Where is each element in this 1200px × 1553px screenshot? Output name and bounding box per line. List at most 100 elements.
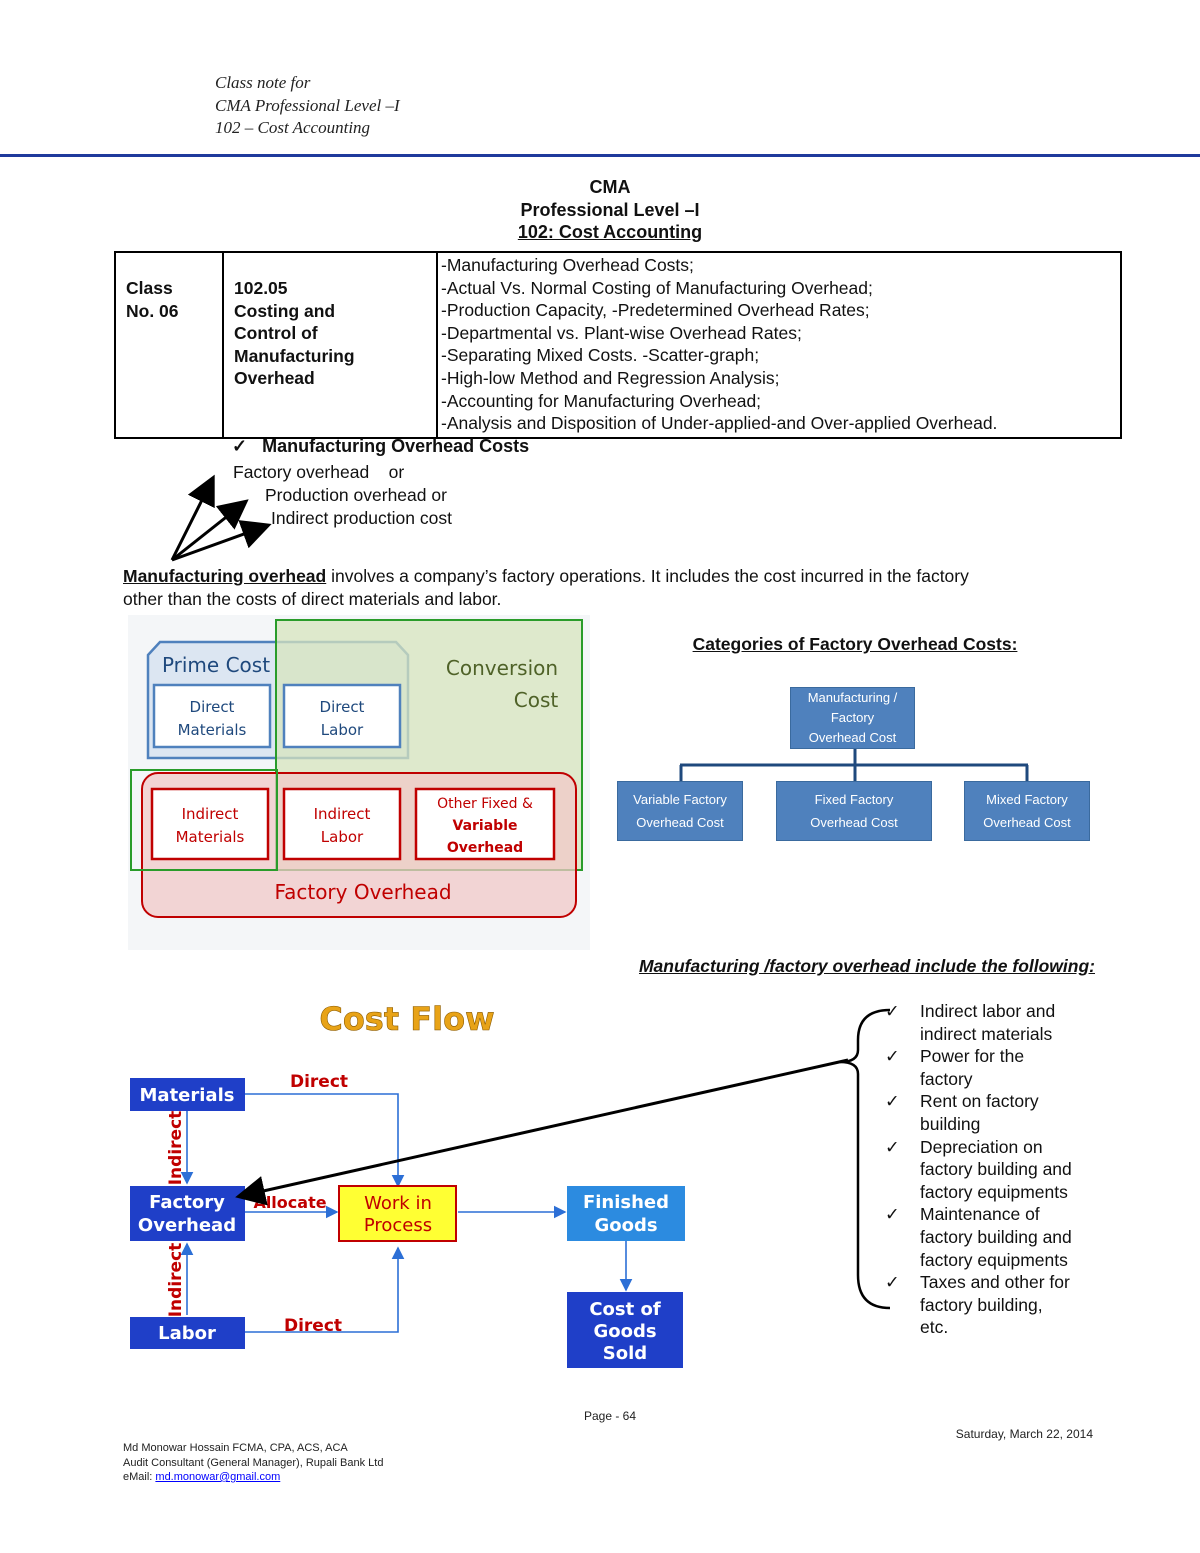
topic-item: -Actual Vs. Normal Costing of Manufactur… [441,277,873,298]
header-note-line: CMA Professional Level –I [215,95,400,115]
categories-title: Categories of Factory Overhead Costs: [692,634,1018,654]
list-item-line: etc. [920,1317,949,1338]
title-course-code: 102: Cost Accounting [517,222,703,242]
footer-email-label: eMail: [123,1471,156,1483]
materials-label: Materials [140,1085,235,1106]
intro-paragraph: Manufacturing overhead involves a compan… [123,565,1103,610]
indirect-labor-box [282,787,402,861]
intro-line-1-rest: involves a company’s factory operations.… [326,566,969,586]
checkmark-icon: ✓ [885,1001,900,1021]
direct-materials-box [152,683,272,749]
org-connectors [679,749,1029,781]
header-note-line: 102 – Cost Accounting [215,118,371,137]
indirect-labor-label-2: Labor [321,828,364,846]
intro-line-1: Manufacturing overhead involves a compan… [123,565,1103,588]
list-item-line: building [920,1113,981,1134]
cogs-label-3: Sold [603,1343,647,1364]
module-line: Control of [234,323,318,344]
other-overhead-label-1: Other Fixed & [437,796,533,812]
intro-line-2: other than the costs of direct materials… [123,588,502,609]
list-item-line: factory [920,1068,973,1089]
checkmark-icon: ✓ [885,1204,900,1225]
direct-bottom-label: Direct [284,1316,342,1336]
cost-flow-diagram: Cost Flow Materials Factory Overhead Lab… [130,1000,891,1368]
footer-email-link[interactable]: md.monowar@gmail.com [155,1471,281,1483]
header-note-line: Class note for [215,73,311,92]
factory-overhead-flow-label-2: Overhead [138,1215,236,1236]
section-heading-text: Manufacturing Overhead Costs [262,436,530,456]
conversion-cost-label-1: Conversion [446,656,558,680]
list-item-line: factory equipments [920,1249,1068,1270]
labor-label: Labor [158,1323,216,1344]
org-variable-box: Variable Factory Overhead Cost [617,781,743,841]
indirect-materials-label-1: Indirect [182,805,239,823]
cogs-box [567,1292,683,1368]
class-number: No. 06 [126,300,179,321]
list-item-line: Indirect labor and [920,1001,1056,1021]
arrow-to-production-overhead [171,499,249,562]
module-line: Manufacturing [234,345,355,366]
topic-item: -Accounting for Manufacturing Overhead; [441,390,762,411]
list-item-line: indirect materials [920,1023,1053,1044]
org-mixed-line: Mixed Factory [986,792,1068,807]
alias-indirect-production-cost: Indirect production cost [271,508,452,528]
direct-materials-label-2: Materials [178,721,247,739]
topics-cell: -Manufacturing Overhead Costs; -Actual V… [436,251,1122,439]
module-cell: 102.05 Costing and Control of Manufactur… [222,251,438,439]
alias-arrows [170,474,272,562]
wip-label-2: Process [364,1215,432,1236]
table-row: Class No. 06 102.05 Costing and Control … [114,251,1122,439]
footer-author: Md Monowar Hossain FCMA, CPA, ACS, ACA [123,1442,348,1454]
module-line: Overhead [234,368,315,389]
factory-overhead-flow-label-1: Factory [149,1192,225,1213]
list-item-line: Maintenance of [920,1204,1040,1225]
header-note: Class note for CMA Professional Level –I… [215,72,400,140]
other-overhead-label-2: Variable [453,818,518,834]
direct-top-label: Direct [290,1072,348,1092]
direct-labor-box [282,683,402,749]
module-line: Costing and [234,300,336,321]
indirect-materials-label-2: Materials [176,828,245,846]
footer-date: Saturday, March 22, 2014 [955,1427,1093,1441]
title-line-3: 102: Cost Accounting [0,222,1200,243]
cogs-label-2: Goods [593,1321,656,1342]
prime-cost-label: Prime Cost [162,653,270,677]
other-overhead-box [414,787,556,861]
org-root-line: Overhead Cost [808,730,897,745]
indirect-bottom-label: Indirect [166,1243,186,1318]
topic-item: -Production Capacity, -Predetermined Ove… [441,300,870,321]
labor-box [130,1317,245,1349]
list-item-line: Depreciation on [920,1136,1043,1157]
checkmark-icon: ✓ [885,1091,900,1112]
cogs-label-1: Cost of [589,1299,661,1320]
course-table: Class No. 06 102.05 Costing and Control … [114,251,1122,439]
list-item-line: Rent on factory [920,1091,1039,1112]
direct-labor-label-1: Direct [320,698,365,716]
list-item-line: factory building and [920,1226,1072,1247]
topic-item: -High-low Method and Regression Analysis… [441,367,780,388]
intro-term: Manufacturing overhead [123,566,327,586]
org-mixed-line: Overhead Cost [983,815,1071,830]
brace-to-overhead-arrow [235,1058,849,1206]
class-label: Class [126,278,173,298]
org-variable-line: Variable Factory [633,792,727,807]
cost-flow-title: Cost Flow [319,1000,494,1038]
topic-item: -Departmental vs. Plant-wise Overhead Ra… [441,322,802,343]
arrow-to-indirect-production-cost [171,520,272,562]
checkmark-icon: ✓ [885,1272,900,1293]
arrow-to-factory-overhead [170,474,215,561]
list-item-line: factory equipments [920,1181,1068,1202]
other-overhead-label-3: Overhead [447,840,523,856]
checkmark-icon: ✓ [232,436,248,456]
indirect-labor-label-1: Indirect [314,805,371,823]
list-item-line: factory building and [920,1159,1072,1180]
header-divider [0,154,1200,157]
materials-box [130,1078,245,1111]
title-line-1: CMA [589,177,631,197]
